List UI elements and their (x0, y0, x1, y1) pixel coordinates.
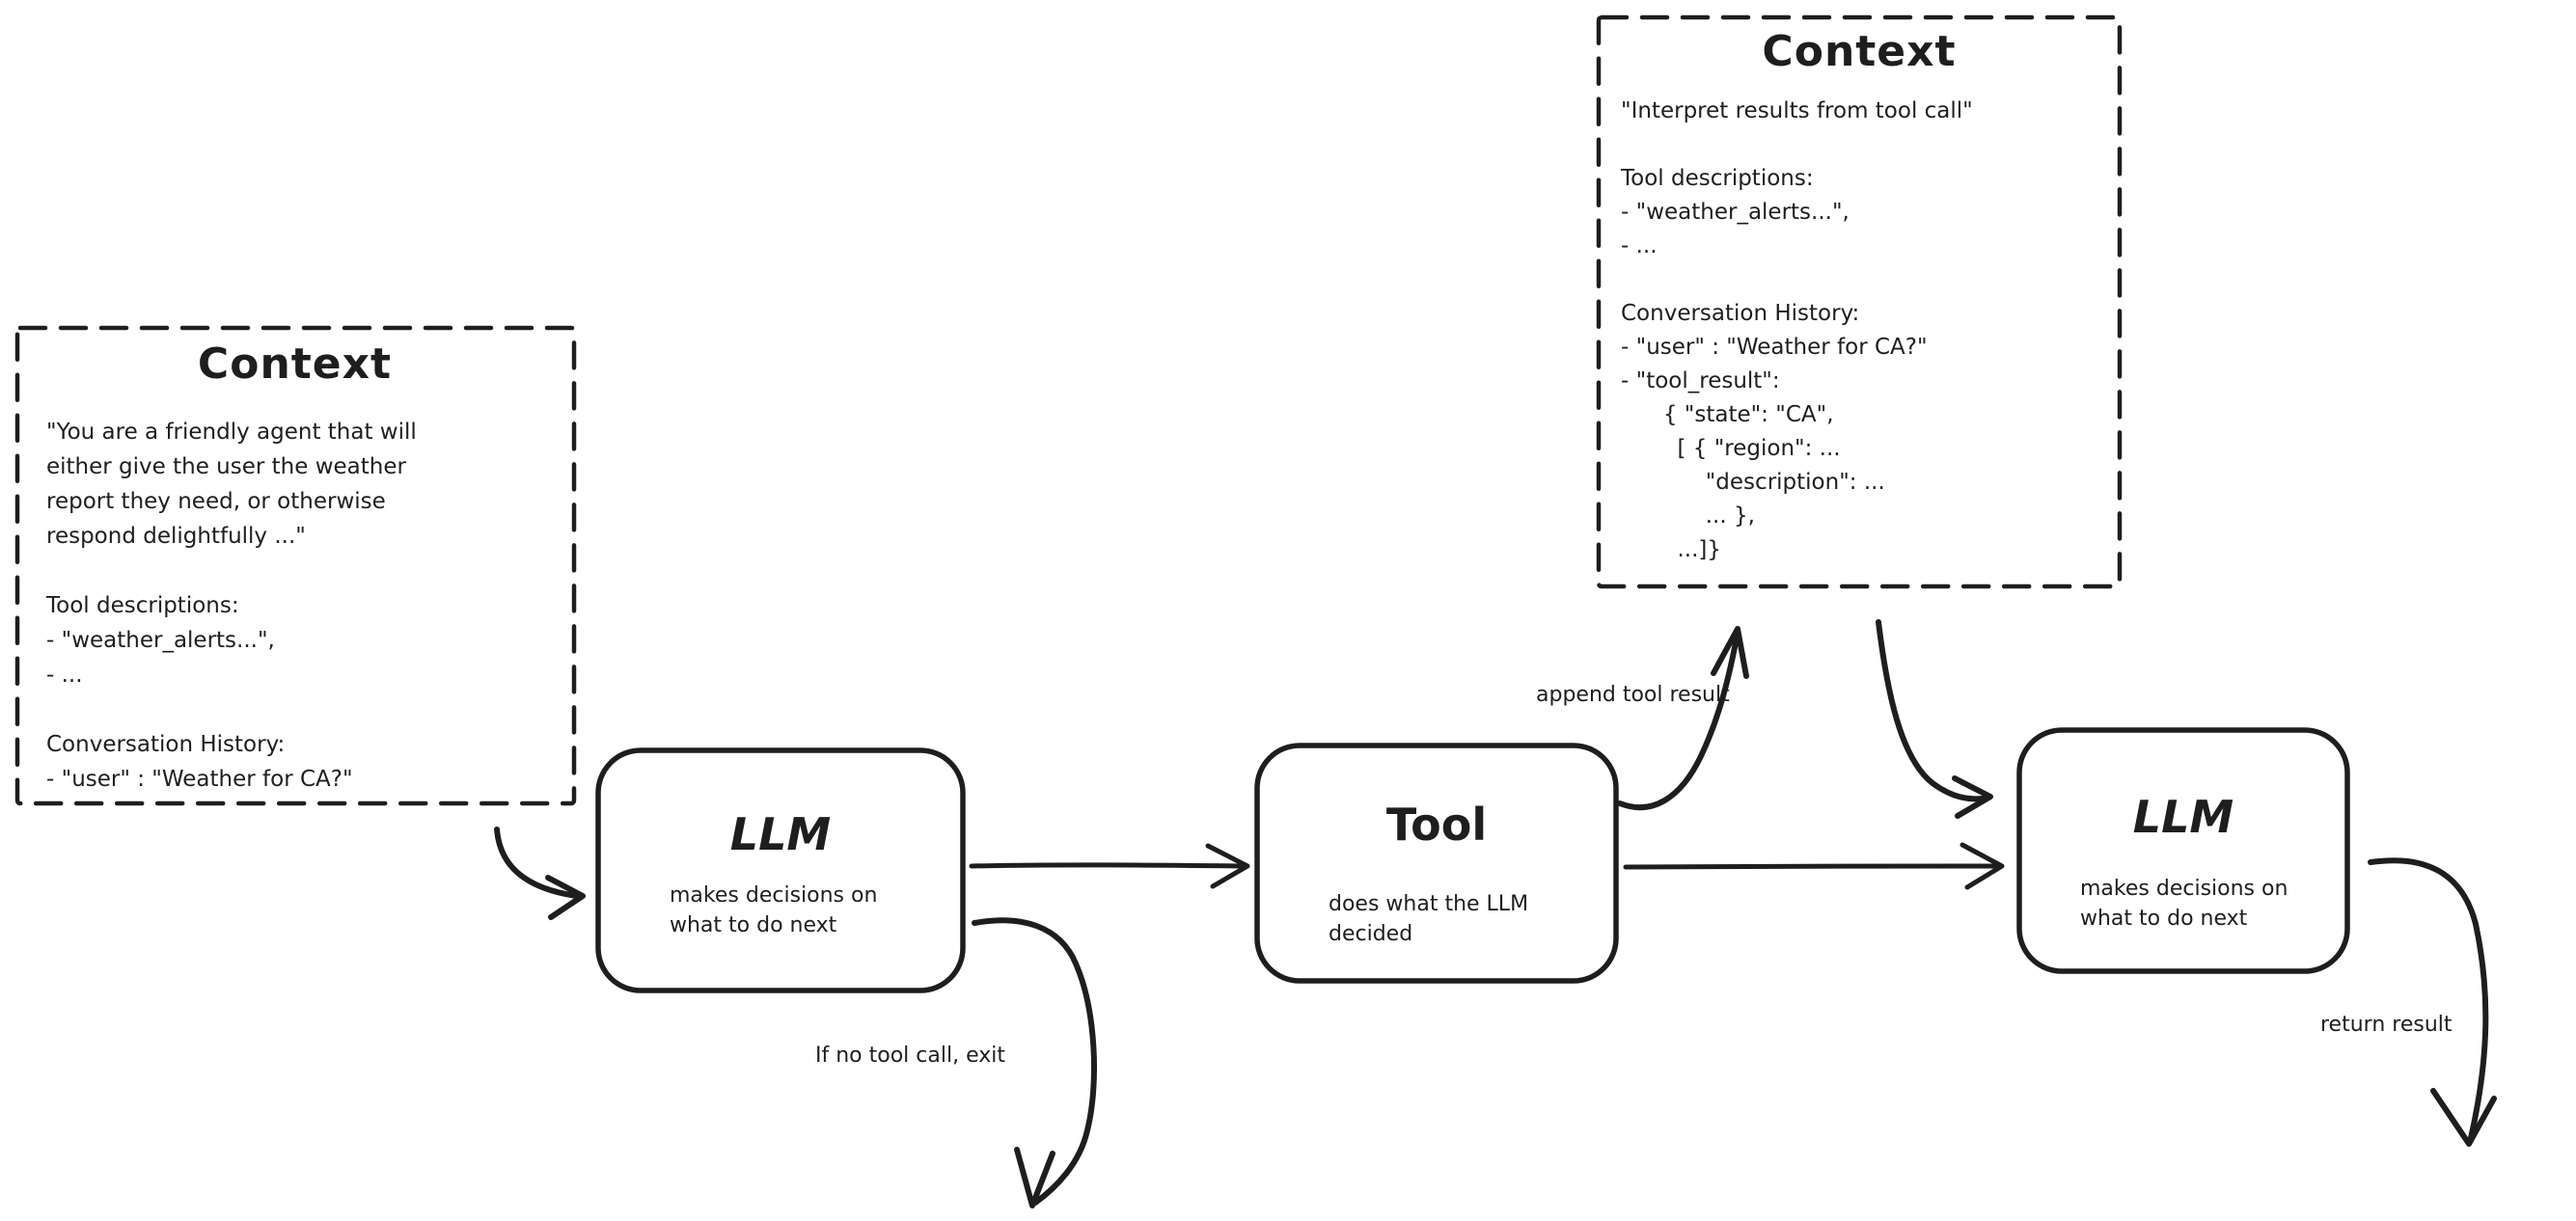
arrow-context-right-to-llm2 (1876, 619, 1993, 819)
arrow-llm1-exit (972, 917, 1097, 1208)
arrow-llm2-return (2368, 857, 2497, 1147)
context-right-body: "Interpret results from tool call" Tool … (1621, 98, 1973, 562)
llm1-subtitle: makes decisions on what to do next (670, 883, 878, 937)
context-left-title: Context (197, 339, 393, 389)
context-right-border (1596, 14, 2123, 589)
arrow-tool-to-llm2 (1623, 842, 2005, 890)
llm2-subtitle: makes decisions on what to do next (2080, 877, 2288, 931)
context-left-body: "You are a friendly agent that will eith… (46, 420, 417, 792)
llm1-title: LLM (729, 808, 832, 860)
tool-title: Tool (1385, 799, 1488, 851)
arrow-context-left-to-llm1 (494, 827, 586, 920)
context-right-title: Context (1762, 27, 1957, 76)
llm2-title: LLM (2132, 791, 2234, 843)
append-tool-result-label: append tool result (1536, 683, 1730, 707)
context-left-border (14, 325, 577, 806)
llm2-box-outline (2016, 727, 2350, 974)
if-no-tool-call-exit-label: If no tool call, exit (815, 1044, 1005, 1068)
arrow-llm1-to-tool (969, 843, 1250, 889)
llm1-box-outline (595, 747, 966, 993)
tool-box-outline (1254, 743, 1619, 984)
arrow-tool-to-context-right (1617, 626, 1749, 811)
return-result-label: return result (2320, 1013, 2453, 1037)
tool-subtitle: does what the LLM decided (1329, 892, 1529, 946)
